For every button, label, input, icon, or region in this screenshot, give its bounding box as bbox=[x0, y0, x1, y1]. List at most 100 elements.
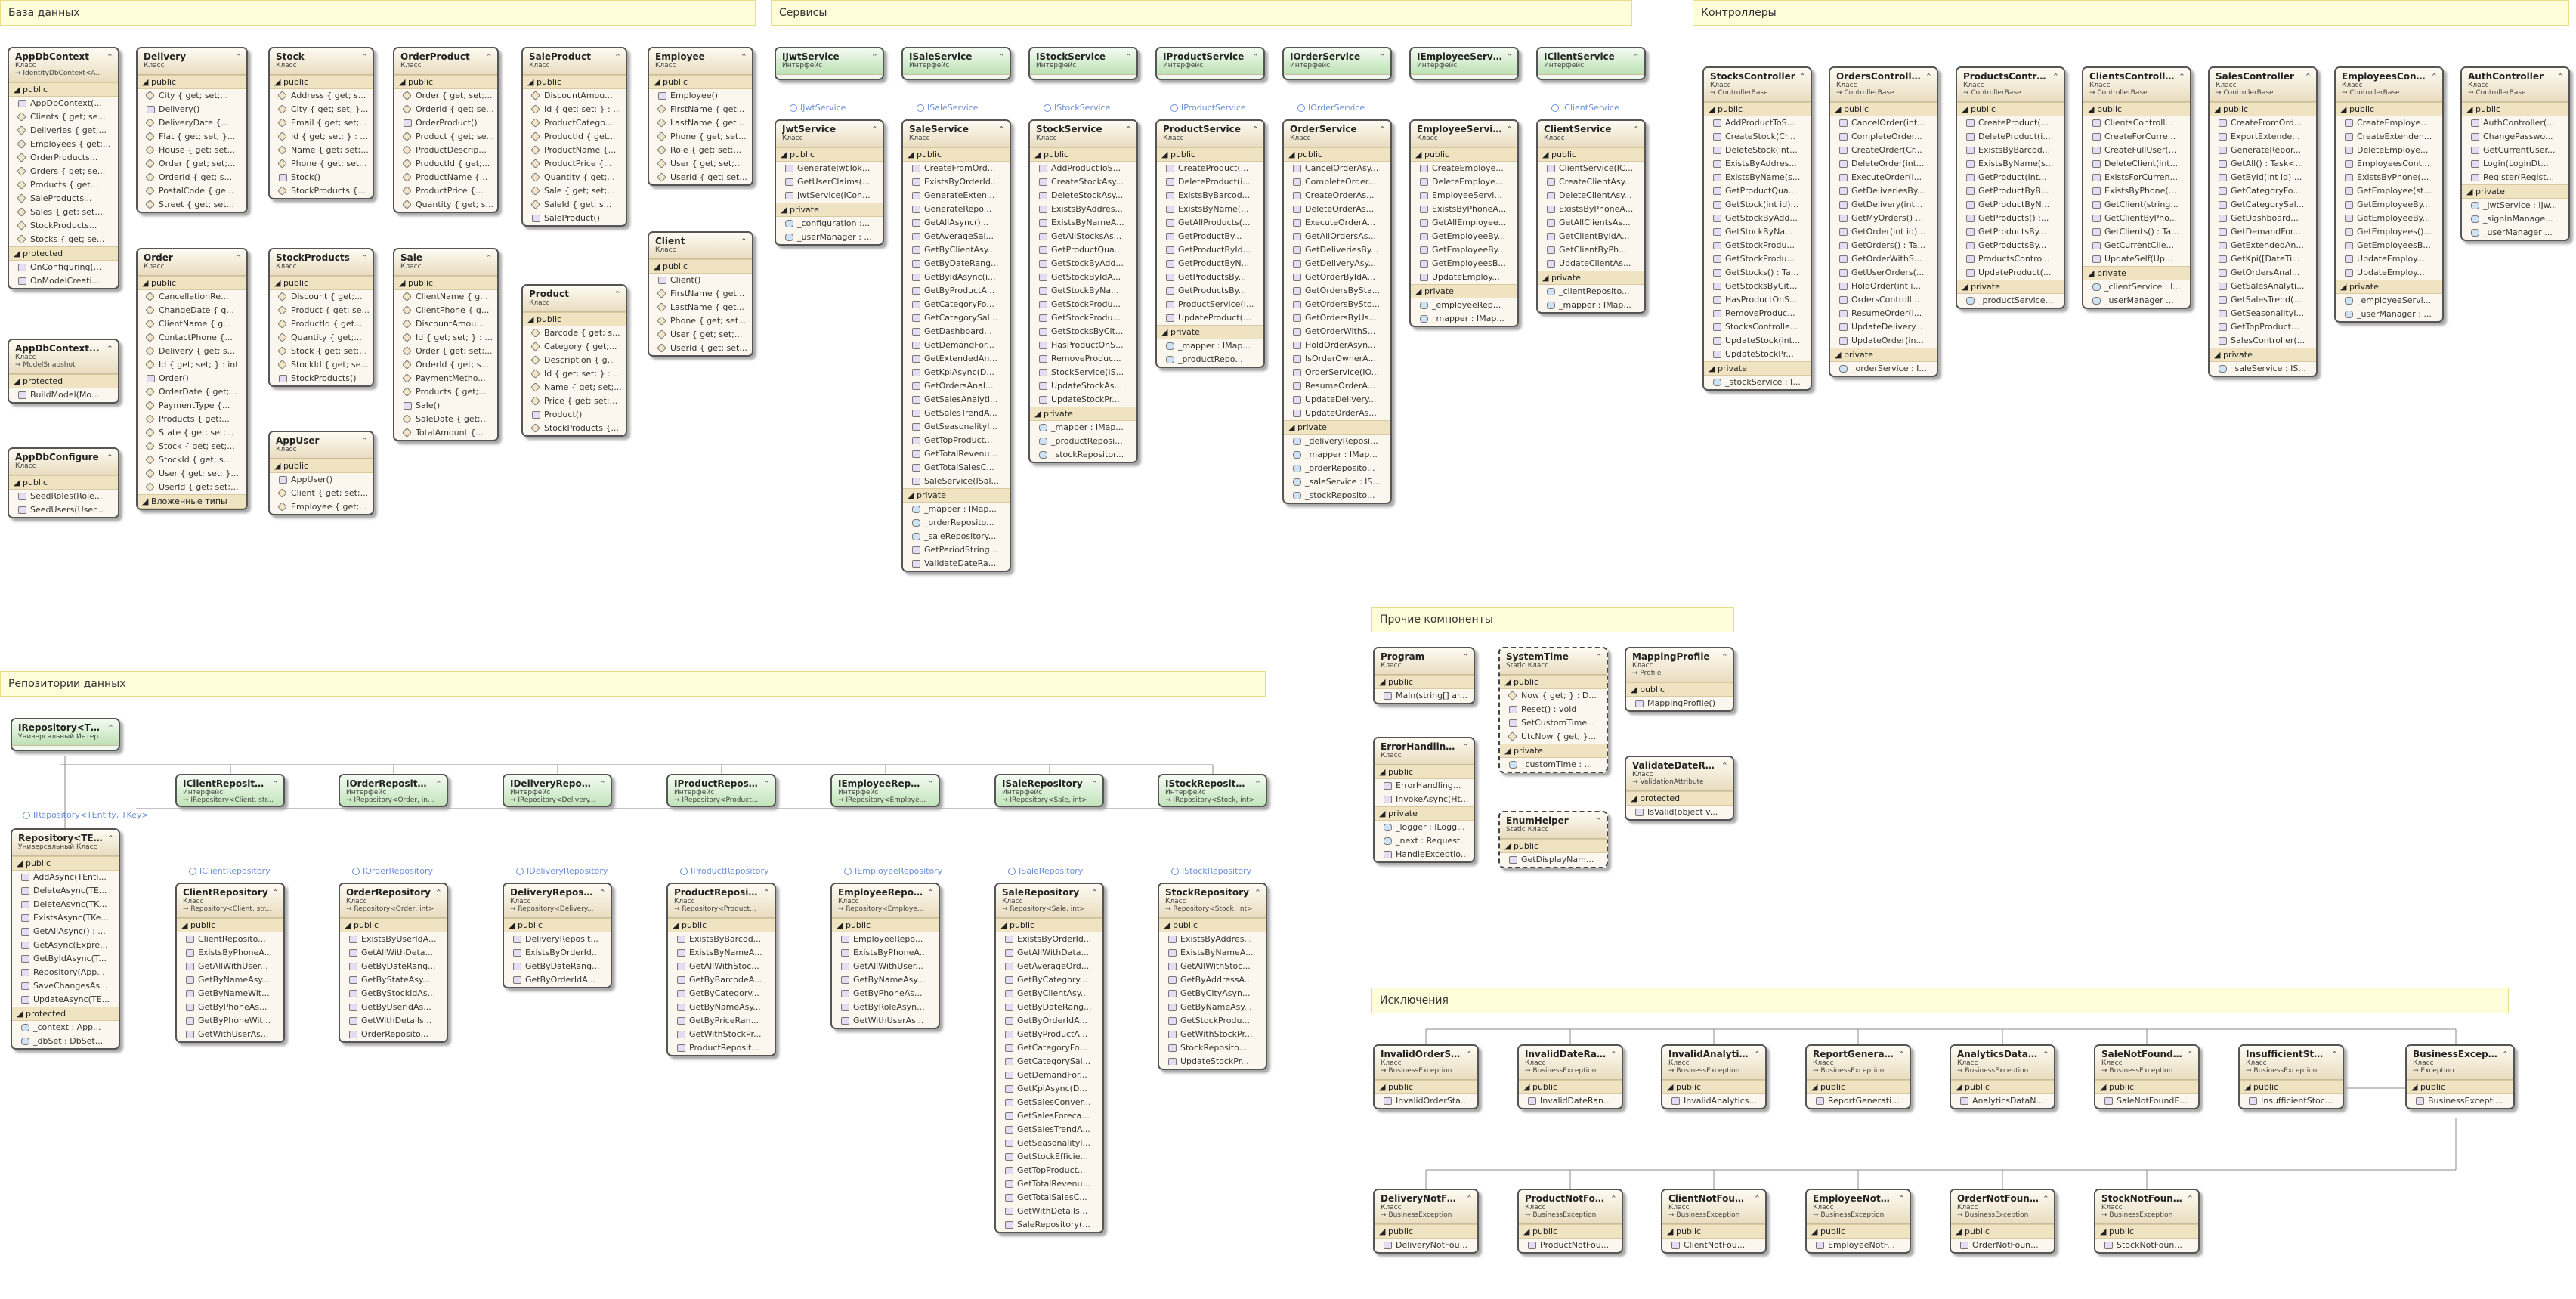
class-box-validatedatera[interactable]: ValidateDateRa...Класс→ ValidationAttrib… bbox=[1625, 756, 1734, 821]
method-member[interactable]: GetByCategory... bbox=[668, 987, 775, 1001]
member-section-header[interactable]: ◢ private bbox=[903, 488, 1010, 503]
class-header[interactable]: StockNotFound...Класс→ BusinessException… bbox=[2095, 1190, 2198, 1224]
method-member[interactable]: GetByRoleAsyn... bbox=[832, 1001, 939, 1014]
collapse-chevron-icon[interactable]: ⌃ bbox=[1124, 52, 1132, 62]
method-member[interactable]: GetDemandFor... bbox=[996, 1069, 1102, 1082]
field-member[interactable]: _mapper : IMap... bbox=[1411, 312, 1517, 326]
prop-member[interactable]: Products { get... bbox=[9, 178, 118, 192]
method-member[interactable]: OnConfiguring(... bbox=[9, 261, 118, 274]
class-header[interactable]: AppDbContext...Класс→ ModelSnapshot⌃ bbox=[9, 340, 118, 374]
method-member[interactable]: ClientReposito... bbox=[177, 932, 283, 946]
collapse-chevron-icon[interactable]: ⌃ bbox=[1721, 761, 1728, 771]
method-member[interactable]: ExistsByBarcod... bbox=[1157, 189, 1263, 203]
field-member[interactable]: _orderService : I... bbox=[1830, 362, 1937, 376]
method-member[interactable]: GetStockByNa... bbox=[1030, 284, 1136, 298]
prop-member[interactable]: Product { get; se... bbox=[270, 304, 373, 317]
field-member[interactable]: _productReposi... bbox=[1030, 435, 1136, 448]
method-member[interactable]: DeleteOrderAs... bbox=[1284, 203, 1390, 216]
collapse-chevron-icon[interactable]: ⌃ bbox=[1897, 1050, 1905, 1059]
member-section-header[interactable]: ◢ public bbox=[270, 459, 373, 473]
field-member[interactable]: _employeeRep... bbox=[1411, 298, 1517, 312]
method-member[interactable]: SaleService(ISal... bbox=[903, 475, 1010, 488]
method-member[interactable]: ExistsByNameA... bbox=[668, 946, 775, 960]
class-box-iemployeerepository[interactable]: IEmployeeRepo...Интерфейс→ IRepository<E… bbox=[830, 774, 940, 807]
prop-member[interactable]: Flat { get; set; }... bbox=[138, 130, 246, 144]
collapse-chevron-icon[interactable]: ⌃ bbox=[1378, 52, 1386, 62]
class-header[interactable]: InvalidDateRan...Класс→ BusinessExceptio… bbox=[1519, 1046, 1622, 1080]
member-section-header[interactable]: ◢ public bbox=[1375, 765, 1474, 779]
collapse-chevron-icon[interactable]: ⌃ bbox=[598, 888, 606, 898]
method-member[interactable]: CreateOrderAs... bbox=[1284, 189, 1390, 203]
class-box-deliveryrepository[interactable]: DeliveryReposit...Класс→ Repository<Deli… bbox=[503, 883, 612, 988]
member-section-header[interactable]: ◢ public bbox=[1159, 918, 1266, 932]
method-member[interactable]: GetEmployeeBy... bbox=[2336, 198, 2442, 212]
member-section-header[interactable]: ◢ private bbox=[1411, 284, 1517, 298]
prop-member[interactable]: Quantity { get;... bbox=[523, 171, 626, 184]
prop-member[interactable]: Phone { get; set... bbox=[649, 314, 752, 328]
method-member[interactable]: GetClients() : Ta... bbox=[2083, 225, 2190, 239]
method-member[interactable]: GetPeriodString... bbox=[903, 543, 1010, 557]
collapse-chevron-icon[interactable]: ⌃ bbox=[1254, 888, 1261, 898]
method-member[interactable]: GetCategoryFo... bbox=[996, 1041, 1102, 1055]
method-member[interactable]: JwtService(ICon... bbox=[776, 189, 883, 203]
class-header[interactable]: EmployeeReposi...Класс→ Repository<Emplo… bbox=[832, 884, 939, 918]
member-section-header[interactable]: ◢ public bbox=[2240, 1080, 2343, 1094]
member-section-header[interactable]: ◢ public bbox=[1951, 1224, 2054, 1239]
class-box-invaliddateran[interactable]: InvalidDateRan...Класс→ BusinessExceptio… bbox=[1517, 1044, 1623, 1109]
method-member[interactable]: UpdateDelivery... bbox=[1830, 320, 1937, 334]
method-member[interactable]: GetByDateRang... bbox=[903, 257, 1010, 271]
method-member[interactable]: UpdateOrderAs... bbox=[1284, 407, 1390, 420]
member-section-header[interactable]: ◢ public bbox=[1030, 147, 1136, 162]
prop-member[interactable]: Quantity { get; s... bbox=[394, 198, 497, 212]
method-member[interactable]: HoldOrder(int i... bbox=[1830, 280, 1937, 293]
method-member[interactable]: GetOrdersBySto... bbox=[1284, 298, 1390, 311]
prop-member[interactable]: House { get; set... bbox=[138, 144, 246, 157]
prop-member[interactable]: Stocks { get; se... bbox=[9, 233, 118, 246]
member-section-header[interactable]: ◢ public bbox=[832, 918, 939, 932]
member-section-header[interactable]: ◢ public bbox=[1662, 1080, 1765, 1094]
prop-member[interactable]: OrderId { get; s... bbox=[394, 358, 497, 372]
class-box-employeerepository[interactable]: EmployeeReposi...Класс→ Repository<Emplo… bbox=[830, 883, 940, 1029]
class-box-ordernotfound[interactable]: OrderNotFound...Класс→ BusinessException… bbox=[1950, 1189, 2055, 1254]
method-member[interactable]: DeleteOrder(int... bbox=[1830, 157, 1937, 171]
prop-member[interactable]: Now { get; } : D... bbox=[1500, 689, 1607, 703]
field-member[interactable]: _deliveryReposi... bbox=[1284, 435, 1390, 448]
method-member[interactable]: DeleteAsync(TK... bbox=[12, 898, 119, 911]
method-member[interactable]: GetExtendedAn... bbox=[2210, 239, 2316, 252]
collapse-chevron-icon[interactable]: ⌃ bbox=[106, 453, 113, 462]
field-member[interactable]: _saleService : IS... bbox=[2210, 362, 2316, 376]
method-member[interactable]: UpdateDelivery... bbox=[1284, 393, 1390, 407]
member-section-header[interactable]: ◢ private bbox=[1830, 348, 1937, 362]
region-header[interactable]: База данных bbox=[0, 0, 756, 26]
method-member[interactable]: GetAllEmployee... bbox=[1411, 216, 1517, 230]
method-member[interactable]: GetByProductA... bbox=[996, 1028, 1102, 1041]
method-member[interactable]: DeleteClient(int... bbox=[2083, 157, 2190, 171]
prop-member[interactable]: ChangeDate { g... bbox=[138, 304, 246, 317]
method-member[interactable]: ReportGenerati... bbox=[1807, 1094, 1910, 1108]
method-member[interactable]: ExistsByPhoneA... bbox=[1411, 203, 1517, 216]
method-member[interactable]: GetWithDetails... bbox=[340, 1014, 447, 1028]
prop-member[interactable]: ProductName {... bbox=[523, 144, 626, 157]
method-member[interactable]: GetTopProduct... bbox=[2210, 320, 2316, 334]
method-member[interactable]: CreateEmploye... bbox=[1411, 162, 1517, 175]
method-member[interactable]: GetStockProdu... bbox=[1704, 239, 1811, 252]
method-member[interactable]: GetAverageOrd... bbox=[996, 960, 1102, 973]
method-member[interactable]: GetDelivery(int... bbox=[1830, 198, 1937, 212]
collapse-chevron-icon[interactable]: ⌃ bbox=[2186, 1194, 2194, 1204]
method-member[interactable]: GetSalesTrendA... bbox=[996, 1123, 1102, 1137]
method-member[interactable]: ResumeOrder(i... bbox=[1830, 307, 1937, 320]
method-member[interactable]: GetByProductA... bbox=[903, 284, 1010, 298]
method-member[interactable]: UpdateStockPr... bbox=[1159, 1055, 1266, 1069]
method-member[interactable]: CreateProduct(... bbox=[1957, 116, 2064, 130]
region-header[interactable]: Сервисы bbox=[771, 0, 1632, 26]
field-member[interactable]: _saleService : IS... bbox=[1284, 475, 1390, 489]
method-member[interactable]: GetCurrentUser... bbox=[2462, 144, 2568, 157]
prop-member[interactable]: Employees { get;... bbox=[9, 138, 118, 151]
